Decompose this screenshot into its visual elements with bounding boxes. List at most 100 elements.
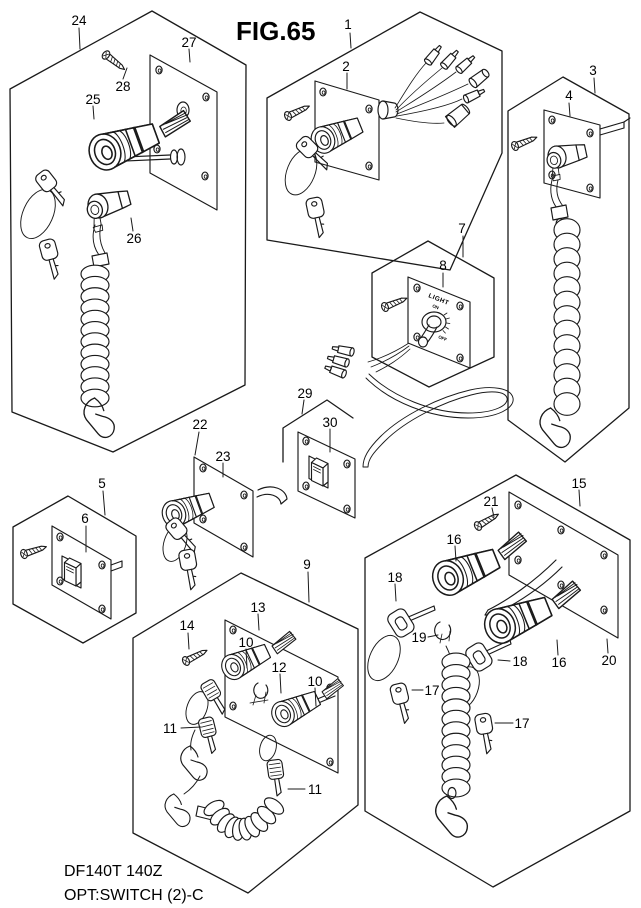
screw-hole	[413, 283, 421, 293]
part-number: 10	[307, 674, 322, 689]
screw-hole	[514, 555, 522, 565]
screw-hole	[413, 332, 421, 342]
callout-26: 26	[126, 217, 142, 246]
leader-line	[427, 634, 439, 638]
screw-hole	[229, 701, 237, 711]
switch-wires	[367, 342, 411, 373]
leader-line	[130, 217, 134, 232]
part-number: 16	[446, 532, 461, 547]
part-number: 25	[85, 92, 100, 107]
key-ring-cord	[259, 734, 277, 762]
mounting-plate-27	[149, 54, 218, 211]
key-ring-cord	[367, 634, 401, 682]
clip-12	[249, 682, 269, 706]
part-number: 2	[342, 59, 350, 74]
bullet-connector	[323, 362, 348, 380]
switch-22-assembly	[158, 456, 288, 592]
footer-model-code: DF140T 140Z	[64, 863, 163, 880]
screw-hole	[202, 92, 210, 102]
screw-hole	[557, 525, 565, 535]
panel-1-outline	[266, 11, 503, 271]
panel-29-assembly	[282, 399, 356, 519]
leader-line	[497, 659, 511, 662]
screw-hole	[365, 161, 373, 171]
leader-line	[188, 48, 191, 63]
callout-1: 1	[344, 17, 352, 49]
panel-15-assembly	[364, 474, 631, 888]
lanyard-tab	[91, 252, 110, 268]
panel-3-outline	[507, 76, 630, 463]
callout-18: 18	[387, 570, 403, 602]
stop-switch-26	[83, 185, 137, 234]
part-number: 30	[322, 415, 337, 430]
part-number: 18	[387, 570, 402, 585]
rubber-boot	[444, 103, 471, 128]
key-11	[265, 758, 288, 798]
screw-hole	[600, 550, 608, 560]
screw-hole	[343, 459, 351, 469]
callout-14: 14	[179, 618, 195, 650]
part-number: 19	[411, 630, 426, 645]
screw-hole	[326, 757, 334, 767]
callout-19: 19	[411, 630, 439, 645]
part-number: 11	[163, 721, 177, 736]
callout-20: 20	[601, 638, 617, 668]
screw-hole	[514, 500, 522, 510]
key-pin	[405, 605, 436, 623]
key-11	[197, 715, 222, 756]
callout-5: 5	[98, 476, 106, 516]
bullet-connector	[461, 86, 487, 105]
screw-hole	[98, 604, 106, 614]
part-number: 29	[297, 386, 312, 401]
callout-18: 18	[497, 654, 528, 669]
leader-line	[349, 32, 352, 49]
lanyard-coil	[80, 264, 110, 408]
leader-line	[394, 583, 397, 602]
panel-24-outline	[9, 10, 247, 453]
safety-hook	[164, 793, 191, 828]
plate-shaft-hole	[176, 148, 186, 166]
screw-hole	[365, 104, 373, 114]
part-number: 4	[565, 88, 573, 103]
callout-4: 4	[565, 88, 573, 117]
ignition-switch-16	[426, 541, 504, 601]
light-off-label: OFF	[438, 334, 448, 342]
callout-27: 27	[181, 35, 197, 63]
screw-hole	[600, 605, 608, 615]
lanyard-tab	[550, 204, 569, 221]
screw-hole	[155, 65, 163, 75]
callout-11: 11	[287, 782, 322, 797]
key	[37, 237, 65, 282]
screw-hole	[586, 128, 594, 138]
screw-hole	[319, 87, 327, 97]
callout-29: 29	[297, 386, 313, 415]
screw-14	[180, 645, 210, 668]
safety-hook	[435, 795, 469, 838]
key	[177, 548, 202, 592]
screw-hole	[548, 115, 556, 125]
plate-holes	[514, 500, 608, 615]
leader-line	[314, 687, 317, 707]
callout-12: 12	[271, 660, 287, 694]
part-number: 7	[458, 221, 466, 236]
screw-hole	[302, 481, 310, 491]
leader-line	[491, 507, 495, 518]
lanyard-coil	[203, 797, 285, 841]
screw-hole	[201, 171, 209, 181]
part-number: 10	[238, 635, 253, 650]
panel-9-outline	[132, 572, 359, 894]
leader-line	[187, 632, 190, 650]
screw-hole	[456, 301, 464, 311]
callout-17: 17	[411, 683, 440, 698]
part-number: 5	[98, 476, 106, 491]
screw	[379, 293, 410, 314]
part-number: 20	[601, 653, 616, 668]
panel-24-assembly	[9, 10, 247, 453]
screw	[18, 541, 49, 560]
callout-16: 16	[551, 639, 567, 670]
wire-clip	[256, 486, 288, 505]
callout-2: 2	[342, 59, 350, 90]
plate-holes	[548, 115, 594, 193]
plate-holes	[56, 532, 106, 614]
